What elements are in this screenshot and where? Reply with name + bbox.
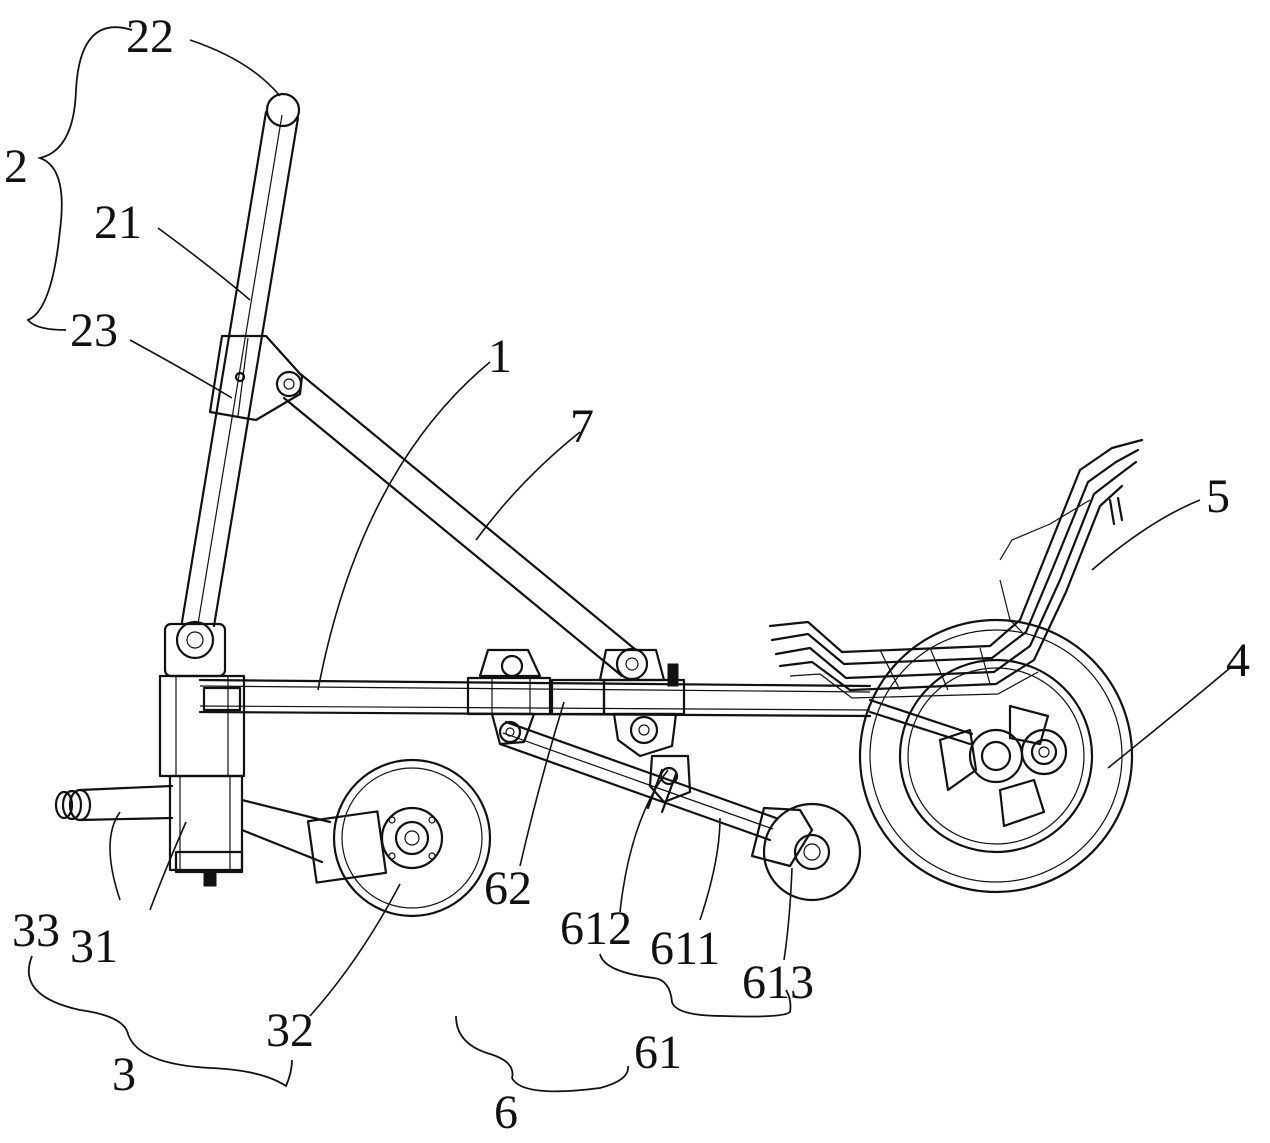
label-23: 23 xyxy=(70,304,118,357)
label-1: 1 xyxy=(488,330,512,383)
handle-knob xyxy=(267,94,299,126)
label-613: 613 xyxy=(742,956,814,1009)
frame-beam xyxy=(200,680,870,716)
leader-lines xyxy=(110,40,1230,1016)
label-31: 31 xyxy=(70,920,118,973)
label-21: 21 xyxy=(94,196,142,249)
label-22: 22 xyxy=(126,10,174,63)
label-7: 7 xyxy=(570,400,594,453)
label-61: 61 xyxy=(634,1026,682,1079)
label-3: 3 xyxy=(112,1048,136,1101)
label-33: 33 xyxy=(12,904,60,957)
handle-pole xyxy=(182,112,298,626)
label-32: 32 xyxy=(266,1004,314,1057)
front-wheel-arm xyxy=(242,800,386,883)
label-4: 4 xyxy=(1226,634,1250,687)
seat xyxy=(770,440,1142,698)
front-wheel xyxy=(334,760,490,916)
label-2: 2 xyxy=(4,140,28,193)
label-612: 612 xyxy=(560,902,632,955)
label-6: 6 xyxy=(494,1086,518,1139)
steering-column xyxy=(160,622,244,886)
label-611: 611 xyxy=(650,922,720,975)
foot-peg xyxy=(56,786,172,820)
rear-caster-wheel xyxy=(752,804,860,900)
label-62: 62 xyxy=(484,862,532,915)
label-5: 5 xyxy=(1206,470,1230,523)
